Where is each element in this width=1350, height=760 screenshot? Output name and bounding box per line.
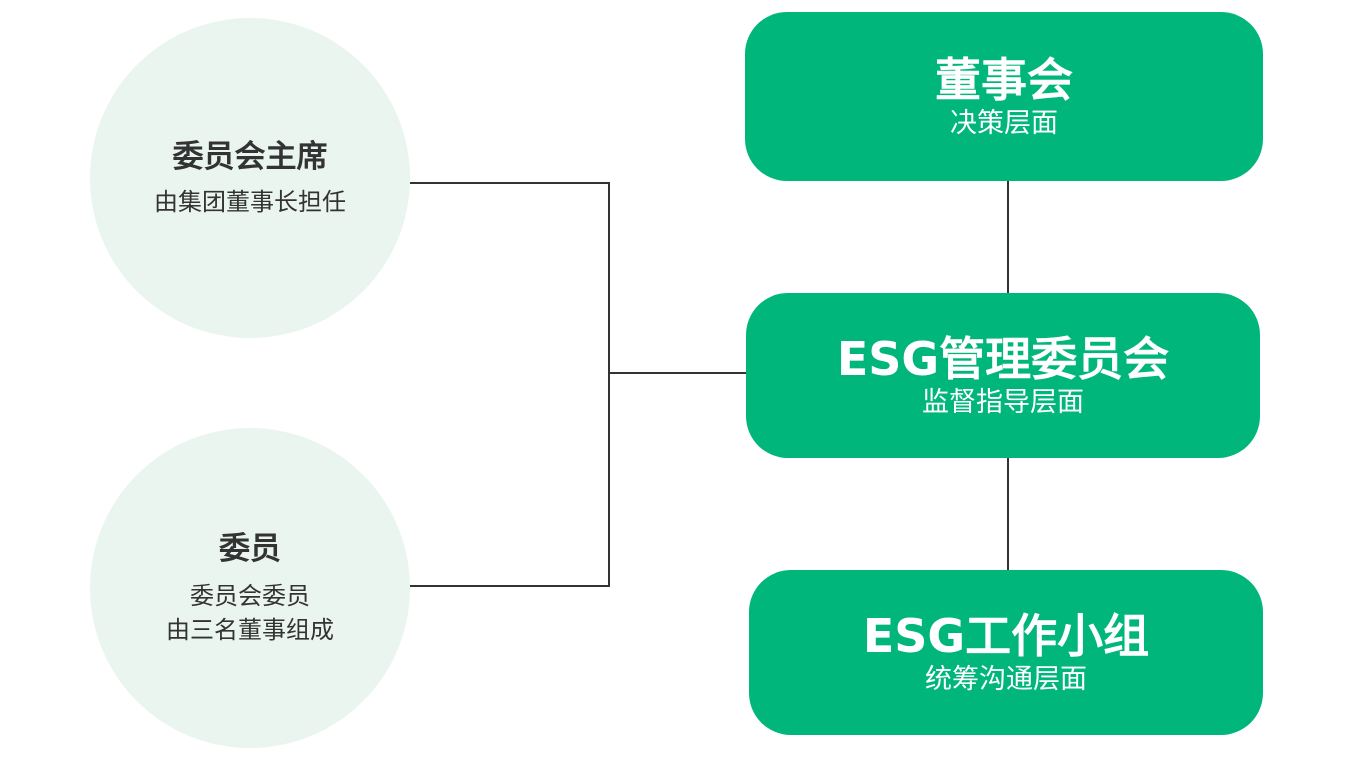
member-subtitle-line1: 委员会委员 bbox=[190, 582, 310, 610]
chair-circle: 委员会主席 由集团董事长担任 bbox=[90, 18, 410, 338]
member-subtitle-line2: 由三名董事组成 bbox=[166, 616, 334, 644]
chair-title: 委员会主席 bbox=[172, 139, 328, 175]
board-subtitle: 决策层面 bbox=[950, 107, 1058, 139]
esg-committee-title: ESG管理委员会 bbox=[836, 331, 1170, 386]
esg-team-subtitle: 统筹沟通层面 bbox=[925, 663, 1087, 695]
chair-subtitle: 由集团董事长担任 bbox=[154, 188, 346, 216]
esg-committee-subtitle: 监督指导层面 bbox=[922, 386, 1084, 418]
esg-committee-box: ESG管理委员会 监督指导层面 bbox=[746, 293, 1260, 458]
member-title: 委员 bbox=[219, 531, 281, 567]
esg-team-box: ESG工作小组 统筹沟通层面 bbox=[749, 570, 1263, 735]
board-title: 董事会 bbox=[935, 52, 1073, 107]
esg-team-title: ESG工作小组 bbox=[862, 608, 1150, 663]
board-box: 董事会 决策层面 bbox=[745, 12, 1263, 181]
member-circle: 委员 委员会委员 由三名董事组成 bbox=[90, 428, 410, 748]
